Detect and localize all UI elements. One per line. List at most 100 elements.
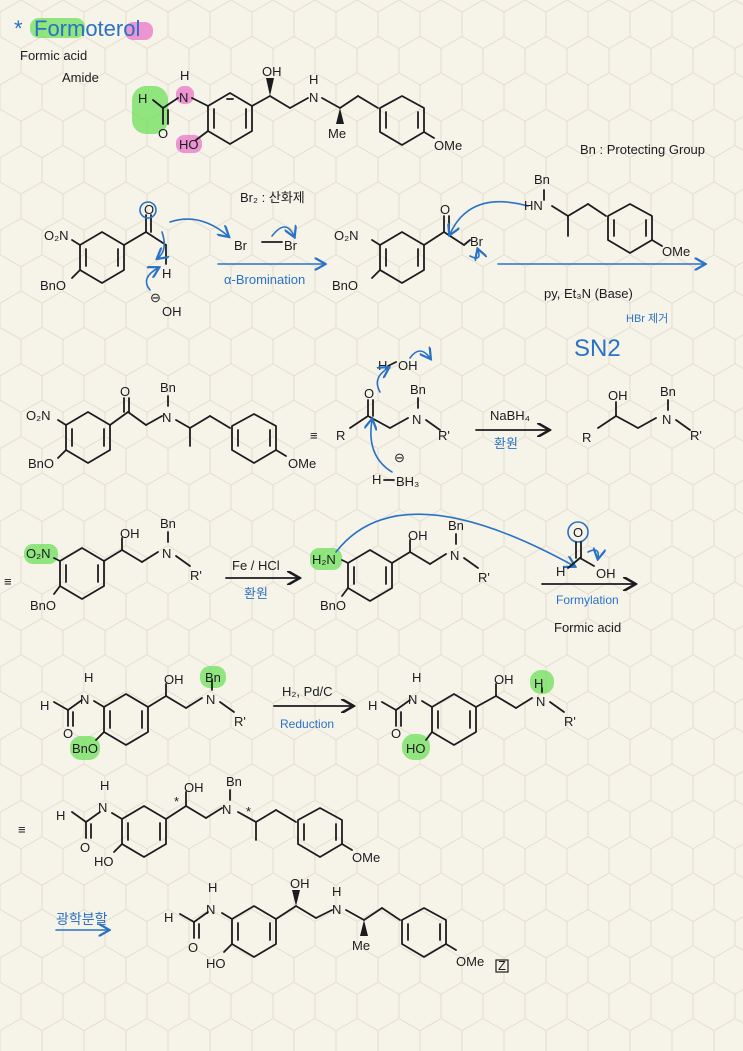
svg-text:HN: HN: [524, 198, 543, 213]
signature-mark: [495, 959, 509, 973]
formamide-bn-structure: H O N H BnO OH Bn N R': [40, 666, 246, 760]
svg-text:HO: HO: [179, 137, 199, 152]
svg-text:N: N: [206, 692, 215, 707]
svg-text:BnO: BnO: [40, 278, 66, 293]
label-formylation: Formylation: [556, 593, 619, 607]
svg-text:OMe: OMe: [288, 456, 316, 471]
svg-text:H: H: [309, 72, 318, 87]
svg-text:H: H: [180, 68, 189, 83]
svg-text:H: H: [40, 698, 49, 713]
label-reduction: Reduction: [280, 717, 334, 731]
svg-text:OH: OH: [120, 526, 140, 541]
svg-text:BnO: BnO: [28, 456, 54, 471]
svg-text:R': R': [564, 714, 576, 729]
br2-molecule: Br Br: [234, 227, 298, 253]
note-hbr: HBr 제거: [626, 312, 668, 325]
svg-text:N: N: [662, 412, 671, 427]
svg-text:H: H: [534, 676, 543, 691]
svg-text:⊖: ⊖: [150, 290, 161, 305]
svg-text:N: N: [412, 412, 421, 427]
svg-text:O: O: [158, 126, 168, 141]
svg-text:OH: OH: [608, 388, 628, 403]
svg-text:H: H: [368, 698, 377, 713]
svg-text:OH: OH: [408, 528, 428, 543]
svg-text:H: H: [56, 808, 65, 823]
label-resolution: 광학분할: [56, 911, 108, 927]
svg-text:N: N: [450, 548, 459, 563]
formoterol-structure-final: H O N H HO OH N H Me OMe: [164, 876, 484, 971]
svg-text:O₂N: O₂N: [26, 546, 51, 561]
svg-text:HO: HO: [206, 956, 226, 971]
svg-text:H: H: [162, 266, 171, 281]
svg-text:R': R': [438, 428, 450, 443]
svg-text:Bn: Bn: [160, 516, 176, 531]
nitro-ketone-structure: O₂N BnO O H ⊖ OH: [40, 201, 182, 319]
svg-text:N: N: [222, 802, 231, 817]
svg-text:H: H: [100, 778, 109, 793]
svg-text:H: H: [332, 884, 341, 899]
equiv-sign-1: ≡: [310, 428, 318, 443]
svg-text:N: N: [309, 90, 318, 105]
svg-text:BnO: BnO: [332, 278, 358, 293]
svg-text:N: N: [162, 546, 171, 561]
svg-text:N: N: [332, 902, 341, 917]
svg-text:*: *: [174, 794, 179, 809]
benzylamine-structure: Bn HN OMe: [524, 172, 690, 259]
svg-text:⊖: ⊖: [394, 450, 405, 465]
label-formic-acid: Formic acid: [20, 48, 87, 63]
svg-text:OH: OH: [184, 780, 204, 795]
signature-text: Z: [498, 958, 506, 973]
svg-text:O₂N: O₂N: [334, 228, 359, 243]
svg-text:Bn: Bn: [410, 382, 426, 397]
generic-aminoalcohol-structure: R OH Bn N R': [582, 384, 702, 445]
svg-text:OMe: OMe: [456, 954, 484, 969]
svg-text:R': R': [190, 568, 202, 583]
svg-text:OMe: OMe: [434, 138, 462, 153]
svg-text:O: O: [188, 940, 198, 955]
svg-text:N: N: [408, 692, 417, 707]
svg-text:OMe: OMe: [352, 850, 380, 865]
formoterol-structure-top: H O N H HO OH N H Me OMe: [132, 64, 462, 153]
arrow-enolate-to-br2: [169, 218, 228, 236]
svg-text:H: H: [412, 670, 421, 685]
equiv-sign-3: ≡: [18, 822, 26, 837]
svg-text:H: H: [208, 880, 217, 895]
svg-text:HO: HO: [406, 741, 426, 756]
svg-text:BnO: BnO: [30, 598, 56, 613]
label-amide: Amide: [62, 70, 99, 85]
svg-text:Bn: Bn: [660, 384, 676, 399]
svg-text:OH: OH: [262, 64, 282, 79]
label-formic-acid-reagent: Formic acid: [554, 620, 621, 635]
svg-text:Bn: Bn: [534, 172, 550, 187]
svg-text:H: H: [556, 564, 565, 579]
svg-text:BnO: BnO: [72, 741, 98, 756]
svg-text:N: N: [206, 902, 215, 917]
svg-text:BH₃: BH₃: [396, 474, 419, 489]
aniline-aminoalcohol-structure: H₂N BnO OH Bn N R': [310, 518, 490, 613]
svg-text:N: N: [80, 692, 89, 707]
svg-text:R: R: [336, 428, 345, 443]
label-alpha-bromination: α-Bromination: [224, 272, 305, 287]
svg-text:H: H: [138, 91, 147, 106]
svg-text:OMe: OMe: [662, 244, 690, 259]
svg-text:O₂N: O₂N: [44, 228, 69, 243]
equiv-sign-2: ≡: [4, 574, 12, 589]
svg-text:N: N: [162, 410, 171, 425]
svg-text:OH: OH: [290, 876, 310, 891]
svg-text:O: O: [144, 202, 154, 217]
bromoketone-structure: O₂N BnO O Br: [332, 202, 484, 293]
highlight-green-title: [30, 18, 85, 38]
svg-text:R': R': [478, 570, 490, 585]
svg-text:O: O: [573, 525, 583, 540]
svg-text:*: *: [246, 804, 251, 819]
arrow-amine-attack: [450, 201, 529, 234]
svg-text:Bn: Bn: [226, 774, 242, 789]
svg-text:R': R': [234, 714, 246, 729]
svg-text:N: N: [179, 90, 188, 105]
svg-text:Me: Me: [328, 126, 346, 141]
svg-text:Br: Br: [470, 234, 484, 249]
label-nabh4: NaBH₄: [490, 408, 530, 423]
svg-text:O: O: [80, 840, 90, 855]
